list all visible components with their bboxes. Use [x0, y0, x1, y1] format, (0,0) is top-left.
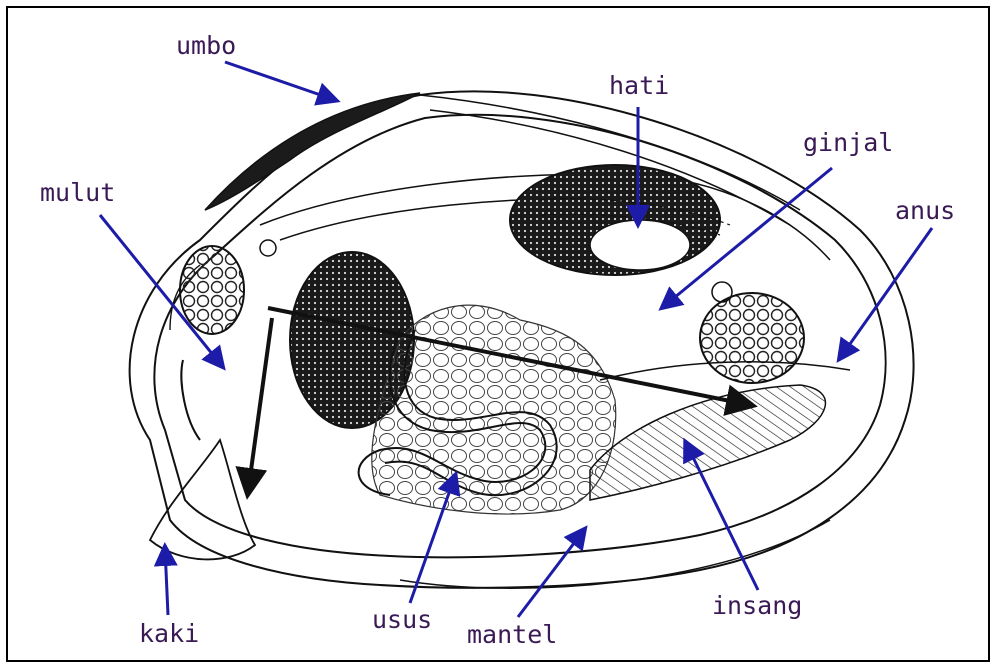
- label-kaki: kaki: [139, 621, 199, 646]
- umbo-region: [205, 93, 420, 210]
- label-ginjal: ginjal: [803, 130, 893, 155]
- label-usus: usus: [372, 607, 432, 632]
- label-insang: insang: [712, 593, 802, 618]
- arrow-umbo: [225, 62, 335, 100]
- arrow-kaki: [165, 548, 168, 615]
- label-mulut: mulut: [40, 180, 115, 205]
- arrow-mantel: [518, 530, 584, 617]
- gill-region: [590, 385, 825, 500]
- posterior-muscle: [700, 293, 804, 383]
- label-mantel: mantel: [467, 622, 557, 647]
- label-hati: hati: [609, 73, 669, 98]
- label-umbo: umbo: [176, 33, 236, 58]
- black-arrow-down: [248, 318, 272, 492]
- anterior-muscle: [180, 246, 244, 334]
- arrow-anus: [840, 228, 932, 358]
- label-anus: anus: [895, 198, 955, 223]
